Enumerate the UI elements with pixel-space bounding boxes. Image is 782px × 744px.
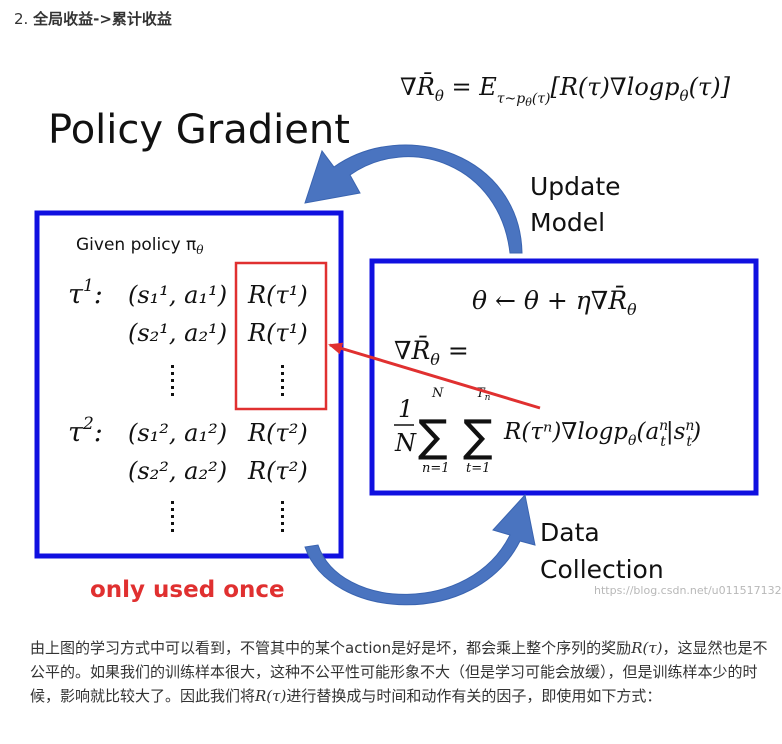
tau2-label: τ2:	[68, 414, 103, 448]
sum1-top: N	[431, 386, 444, 401]
explanation-paragraph: 由上图的学习方式中可以看到，不管其中的某个action是好是坏，都会乘上整个序列…	[30, 636, 770, 708]
para-part-3: 进行替换成与时间和动作有关的因子，即使用如下方式：	[286, 687, 662, 705]
reward-1-1: R(τ¹)	[247, 281, 308, 309]
sum2-top: Tn	[476, 386, 491, 403]
update-arrow	[304, 144, 523, 254]
sum1-symbol: ∑	[418, 411, 448, 462]
para-math-1: R(τ)	[631, 639, 663, 657]
reward-2-2: R(τ²)	[247, 457, 308, 485]
red-arrow	[328, 342, 541, 410]
frac-numerator: 1	[398, 395, 413, 423]
update-rule: θ ← θ + η∇R̄θ	[472, 286, 637, 319]
reward-highlight-box	[234, 261, 328, 411]
update-model-label-2: Model	[530, 208, 605, 237]
only-used-once-label: only used once	[90, 577, 285, 603]
gradient-lhs: ∇R̄θ =	[394, 336, 469, 369]
pair-1-2: (s₂¹, a₂¹)	[128, 319, 227, 347]
pair-2-2: (s₂², a₂²)	[128, 457, 227, 485]
pair-1-1: (s₁¹, a₁¹)	[128, 281, 227, 309]
frac-denominator: N	[394, 429, 417, 457]
section-heading: 2. 全局收益->累计收益	[14, 8, 172, 29]
right-box	[369, 258, 759, 496]
dots-rewards-2	[281, 501, 284, 532]
left-box	[34, 210, 344, 559]
dots-pairs-1	[171, 365, 174, 396]
sum2-bottom: t=1	[466, 461, 490, 476]
figure-svg: Policy Gradient ∇R̄θ = Eτ~pθ(τ)[R(τ)∇log…	[34, 73, 759, 606]
watermark: https://blog.csdn.net/u011517132	[594, 584, 782, 597]
tau1-label: τ1:	[68, 276, 103, 310]
reward-2-1: R(τ²)	[247, 419, 308, 447]
section-number: 2.	[14, 10, 29, 28]
update-model-label-1: Update	[530, 172, 621, 201]
para-part-2: ，这显然也是不公平的。如果我们的训练样本很大，这种不公平性可能形象不大（但是学习…	[30, 639, 768, 705]
policy-gradient-figure: Policy Gradient ∇R̄θ = Eτ~pθ(τ)[R(τ)∇log…	[0, 55, 772, 610]
top-formula: ∇R̄θ = Eτ~pθ(τ)[R(τ)∇logpθ(τ)]	[400, 73, 731, 109]
data-collection-arrow	[304, 493, 536, 606]
para-math-2: R(τ)	[255, 687, 287, 705]
sum1-bottom: n=1	[422, 461, 450, 476]
para-part-1: 由上图的学习方式中可以看到，不管其中的某个action是好是坏，都会乘上整个序列…	[30, 639, 632, 657]
data-collection-label-1: Data	[540, 518, 600, 547]
sum2-symbol: ∑	[463, 411, 493, 462]
pair-2-1: (s₁², a₁²)	[128, 419, 227, 447]
figure-title: Policy Gradient	[48, 107, 350, 153]
dots-rewards-1	[281, 365, 284, 396]
data-collection-label-2: Collection	[540, 555, 664, 584]
reward-1-2: R(τ¹)	[247, 319, 308, 347]
section-title: 全局收益->累计收益	[33, 10, 172, 28]
given-policy-label: Given policy πθ	[76, 235, 204, 257]
dots-pairs-2	[171, 501, 174, 532]
